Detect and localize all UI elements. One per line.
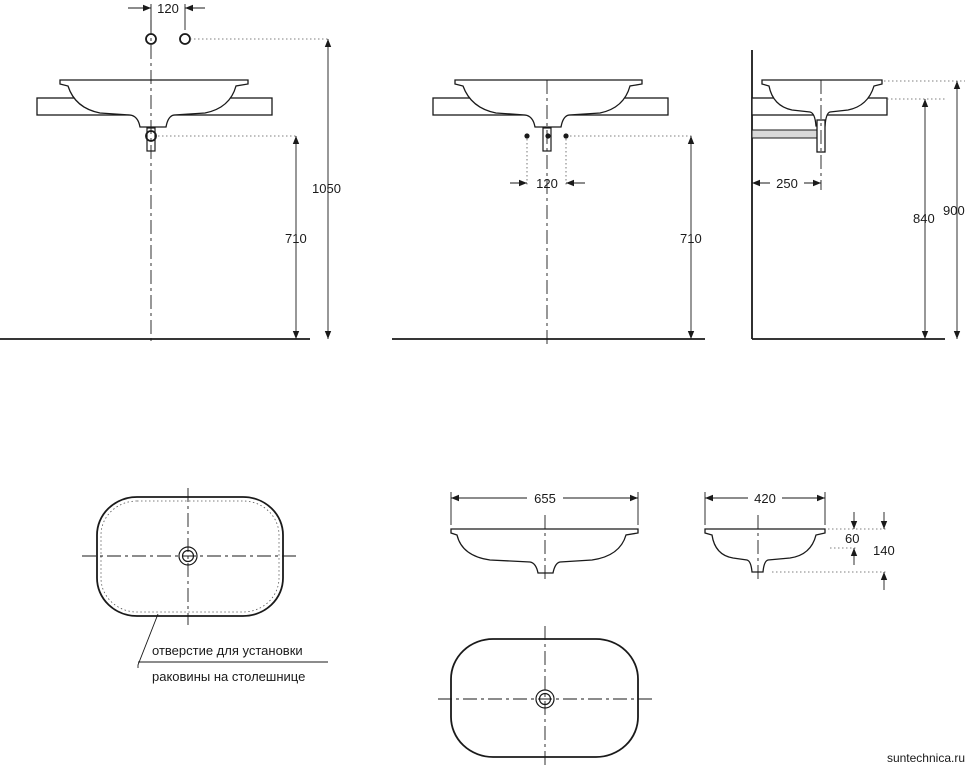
waste-pipe bbox=[751, 129, 821, 139]
drain-hole-inner bbox=[181, 549, 195, 563]
basin-side-section bbox=[704, 528, 826, 573]
connection-point-right bbox=[563, 133, 569, 139]
basin-outline bbox=[450, 638, 639, 758]
dim-tap-spacing: 120 bbox=[157, 1, 179, 16]
basin-side bbox=[761, 79, 883, 127]
top-view-left: отверстие для установки раковины на стол… bbox=[82, 488, 328, 684]
basin-outline bbox=[96, 496, 284, 617]
dim-total-height: 900 bbox=[943, 203, 965, 218]
dim-countertop-height: 840 bbox=[913, 211, 935, 226]
note-cutout-line2: раковины на столешнице bbox=[152, 669, 305, 684]
basin-front bbox=[59, 79, 249, 128]
connection-point-center bbox=[545, 133, 551, 139]
side-view: 250 840 900 bbox=[751, 50, 965, 340]
basin-front bbox=[454, 79, 643, 128]
dim-rim-depth: 60 bbox=[845, 531, 859, 546]
drain-hole bbox=[178, 546, 198, 566]
basin-section bbox=[450, 528, 639, 574]
side-section: 420 60 140 bbox=[704, 489, 895, 590]
note-cutout-line1: отверстие для установки bbox=[152, 643, 303, 658]
connection-point-left bbox=[524, 133, 530, 139]
countertop-cutout bbox=[100, 500, 280, 613]
watermark: suntechnica.ru bbox=[887, 751, 965, 765]
top-view-bottom bbox=[438, 626, 652, 768]
dim-basin-width: 420 bbox=[754, 491, 776, 506]
front-view-middle: 120 710 bbox=[392, 79, 705, 345]
dim-drain-height: 710 bbox=[680, 231, 702, 246]
drain-hole bbox=[535, 689, 555, 709]
dim-total-height: 1050 bbox=[312, 181, 341, 196]
tap-hole-right bbox=[179, 33, 191, 45]
front-section: 655 bbox=[450, 489, 639, 582]
dim-drain-height: 710 bbox=[285, 231, 307, 246]
dim-basin-depth: 140 bbox=[873, 543, 895, 558]
front-view-left: 120 1050 710 bbox=[0, 1, 341, 345]
drain-hole-inner bbox=[538, 692, 552, 706]
dim-basin-length: 655 bbox=[534, 491, 556, 506]
dim-wall-offset: 250 bbox=[776, 176, 798, 191]
dim-connection-spacing: 120 bbox=[536, 176, 558, 191]
cutout-leader bbox=[137, 613, 159, 668]
